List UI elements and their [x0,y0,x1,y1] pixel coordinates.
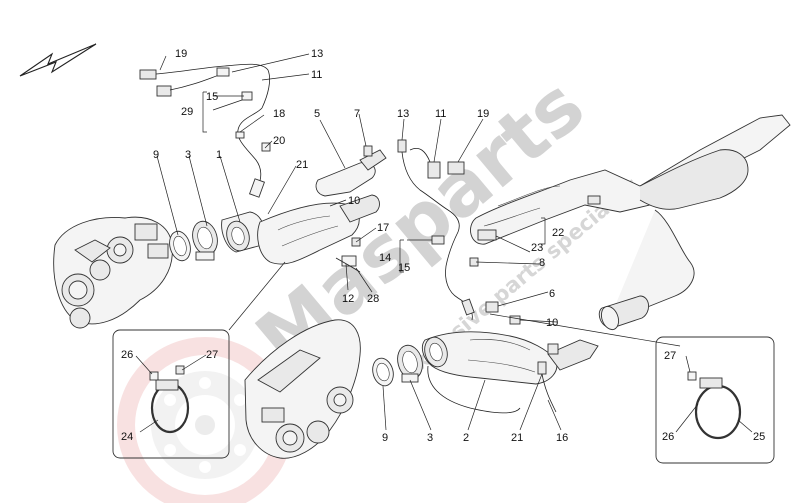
callout-6: 6 [549,288,555,300]
sensor-16-21 [427,343,559,414]
callout-10-right: 10 [546,317,558,329]
callout-labels: 19 13 11 15 29 18 20 21 9 3 1 5 7 13 11 … [121,48,765,444]
callout-12: 12 [342,293,354,305]
callout-23: 23 [531,242,543,254]
callout-21: 21 [296,159,308,171]
detail-box-right [655,336,775,464]
callout-27-right: 27 [664,350,676,362]
callout-17: 17 [377,222,389,234]
bolt-7 [363,145,373,157]
callout-13: 13 [311,48,323,60]
turbo-manifold-lower [244,319,361,459]
clamp-3-upper [192,220,218,261]
callout-2: 2 [463,432,469,444]
gasket-9-upper [169,230,191,262]
rear-muffler-assembly [470,114,791,331]
callout-9-lower: 9 [382,432,388,444]
detail-box-left [112,329,230,459]
gasket-9-lower [372,357,394,387]
turbo-manifold-upper [53,216,173,329]
catalytic-converter-upper [257,194,380,265]
callout-1: 1 [216,149,222,161]
callout-15-middle: 15 [398,262,410,274]
callout-24: 24 [121,431,133,443]
callout-3: 3 [185,149,191,161]
callout-25: 25 [753,431,765,443]
heat-shield-5 [315,149,387,197]
callout-27-left: 27 [206,349,218,361]
callout-8: 8 [539,257,545,269]
callout-28: 28 [367,293,379,305]
flex-pipe-1 [221,211,265,253]
callout-5: 5 [314,108,320,120]
leader-lines [135,53,753,433]
catalytic-converter-2 [421,331,599,385]
callout-19-middle: 19 [477,108,489,120]
callout-16: 16 [556,432,568,444]
callout-14: 14 [379,252,391,264]
callout-10: 10 [348,195,360,207]
callout-29: 29 [181,106,193,118]
callout-18: 18 [273,108,285,120]
callout-7: 7 [354,108,360,120]
callout-22: 22 [552,227,564,239]
sensor-harness-upper [139,63,271,198]
callout-9: 9 [153,149,159,161]
callout-13-middle: 13 [397,108,409,120]
callout-11-middle: 11 [435,108,446,120]
callout-11: 11 [311,69,322,81]
callout-21-lower: 21 [511,432,523,444]
sensor-harness-middle [397,139,465,267]
callout-26-left: 26 [121,349,133,361]
callout-19: 19 [175,48,187,60]
callout-26-right: 26 [662,431,674,443]
direction-arrow-icon [19,43,97,77]
clamp-3-lower [397,344,423,383]
callout-20: 20 [273,135,285,147]
callout-3-lower: 3 [427,432,433,444]
callout-15: 15 [206,91,218,103]
